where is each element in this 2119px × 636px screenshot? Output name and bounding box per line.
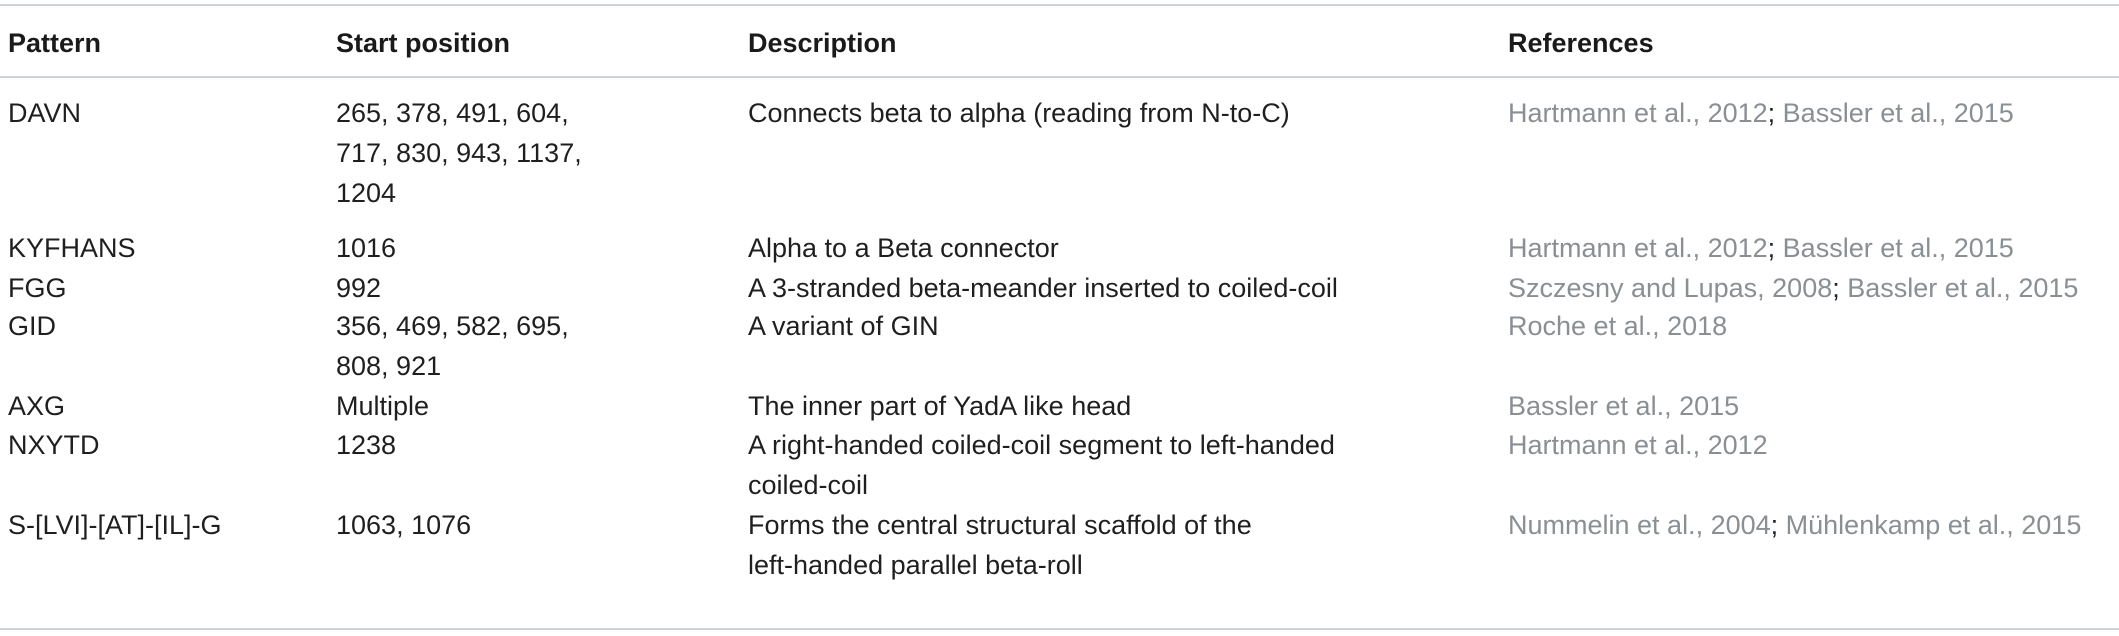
- reference-link[interactable]: Roche et al., 2018: [1508, 311, 1728, 341]
- reference-link[interactable]: Mühlenkamp et al., 2015: [1785, 510, 2082, 540]
- reference-separator: ;: [1767, 98, 1783, 128]
- cell-description: Alpha to a Beta connector: [748, 233, 1059, 263]
- reference-link[interactable]: Hartmann et al., 2012: [1508, 98, 1768, 128]
- cell-description: Connects beta to alpha (reading from N-t…: [748, 98, 1290, 128]
- cell-pattern: DAVN: [8, 98, 82, 128]
- cell-start-position: 265, 378, 491, 604, 717, 830, 943, 1137,…: [336, 98, 582, 208]
- cell-start-position: 356, 469, 582, 695, 808, 921: [336, 311, 569, 381]
- cell-references: Hartmann et al., 2012; Bassler et al., 2…: [1508, 93, 2119, 133]
- header-pattern: Pattern: [8, 28, 102, 58]
- cell-start-position: 992: [336, 273, 382, 303]
- cell-description: A variant of GIN: [748, 311, 939, 341]
- cell-references: Roche et al., 2018: [1508, 306, 2119, 346]
- cell-pattern: FGG: [8, 273, 67, 303]
- table-header-row: Pattern Start position Description Refer…: [0, 25, 2119, 61]
- cell-description: Forms the central structural scaffold of…: [748, 510, 1252, 580]
- reference-link[interactable]: Hartmann et al., 2012: [1508, 233, 1768, 263]
- cell-pattern: S-[LVI]-[AT]-[IL]-G: [8, 510, 222, 540]
- cell-references: Szczesny and Lupas, 2008; Bassler et al.…: [1508, 268, 2119, 308]
- cell-pattern: GID: [8, 311, 57, 341]
- cell-start-position: 1016: [336, 233, 397, 263]
- reference-separator: ;: [1832, 273, 1848, 303]
- cell-pattern: KYFHANS: [8, 233, 136, 263]
- table-header-rule: [0, 76, 2119, 78]
- reference-link[interactable]: Bassler et al., 2015: [1782, 98, 2014, 128]
- reference-link[interactable]: Szczesny and Lupas, 2008: [1508, 273, 1833, 303]
- cell-pattern: NXYTD: [8, 430, 100, 460]
- cell-start-position: Multiple: [336, 391, 430, 421]
- reference-link[interactable]: Bassler et al., 2015: [1847, 273, 2079, 303]
- header-description: Description: [748, 28, 897, 58]
- table-top-rule: [0, 4, 2119, 6]
- cell-references: Nummelin et al., 2004; Mühlenkamp et al.…: [1508, 505, 2119, 545]
- cell-description: A right-handed coiled-coil segment to le…: [748, 430, 1335, 500]
- cell-start-position: 1063, 1076: [336, 510, 472, 540]
- reference-link[interactable]: Bassler et al., 2015: [1508, 391, 1740, 421]
- header-references: References: [1508, 28, 1654, 58]
- cell-start-position: 1238: [336, 430, 397, 460]
- cell-references: Bassler et al., 2015: [1508, 386, 2119, 426]
- cell-description: A 3-stranded beta-meander inserted to co…: [748, 273, 1338, 303]
- reference-link[interactable]: Hartmann et al., 2012: [1508, 430, 1768, 460]
- cell-references: Hartmann et al., 2012; Bassler et al., 2…: [1508, 228, 2119, 268]
- header-start-position: Start position: [336, 28, 510, 58]
- reference-separator: ;: [1770, 510, 1786, 540]
- cell-references: Hartmann et al., 2012: [1508, 425, 2119, 465]
- reference-link[interactable]: Nummelin et al., 2004: [1508, 510, 1771, 540]
- cell-pattern: AXG: [8, 391, 66, 421]
- reference-link[interactable]: Bassler et al., 2015: [1782, 233, 2014, 263]
- cell-description: The inner part of YadA like head: [748, 391, 1132, 421]
- reference-separator: ;: [1767, 233, 1783, 263]
- table-bottom-rule: [0, 628, 2119, 630]
